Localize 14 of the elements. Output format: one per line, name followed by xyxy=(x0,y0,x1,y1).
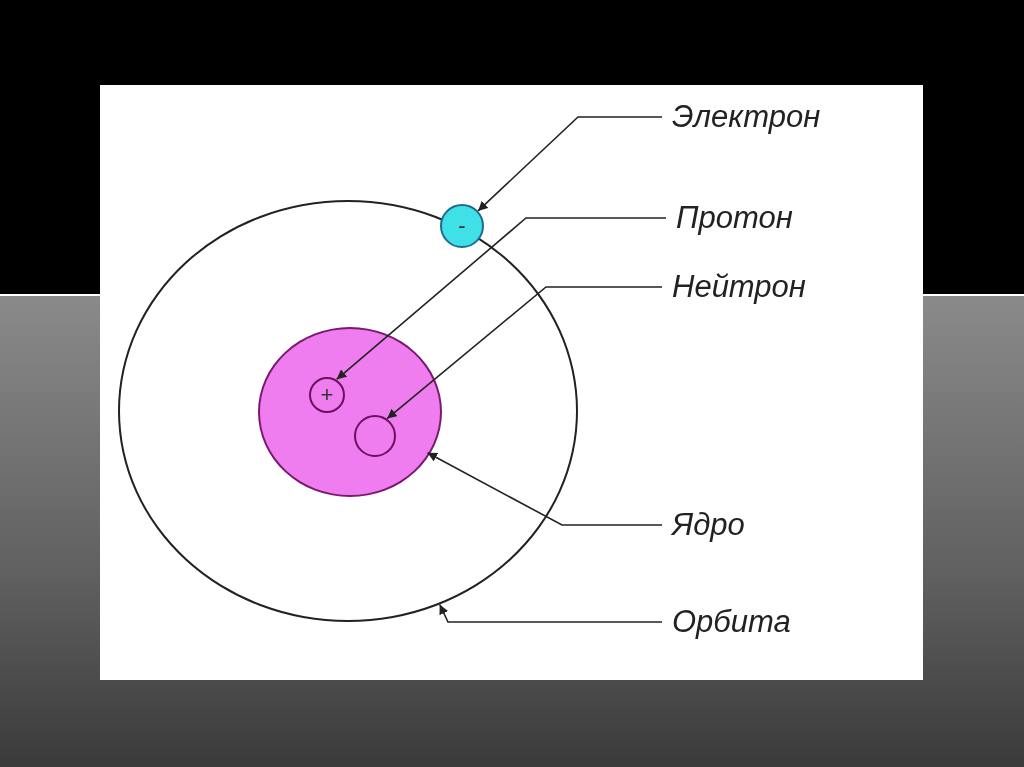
callout-label: Ядро xyxy=(672,507,745,543)
leader-line xyxy=(426,451,663,526)
proton-circle xyxy=(309,377,345,413)
leader-line xyxy=(477,116,663,212)
charge-sign: + xyxy=(320,384,334,406)
neutron-circle xyxy=(354,415,396,457)
leader-line xyxy=(386,286,663,420)
callout-label: Нейтрон xyxy=(672,269,806,305)
charge-sign: - xyxy=(458,215,466,237)
callout-label: Электрон xyxy=(672,99,821,135)
leader-line xyxy=(335,217,667,381)
callout-label: Протон xyxy=(676,200,793,236)
leader-line xyxy=(438,603,663,623)
callout-label: Орбита xyxy=(672,604,791,640)
